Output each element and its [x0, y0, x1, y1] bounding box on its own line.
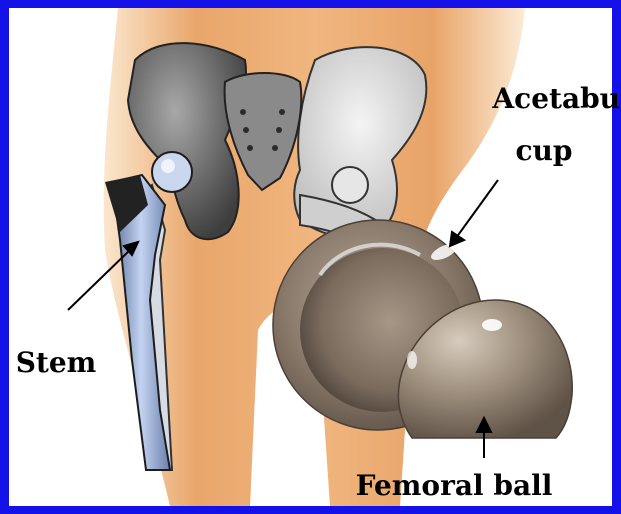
label-femoral-ball: Femoral ball: [356, 469, 553, 502]
natural-femoral-head: [332, 167, 368, 203]
label-acetabular: Acetabular: [491, 82, 621, 115]
label-stem: Stem: [16, 346, 97, 379]
implant-head: [152, 152, 192, 192]
label-cup: cup: [516, 134, 573, 167]
